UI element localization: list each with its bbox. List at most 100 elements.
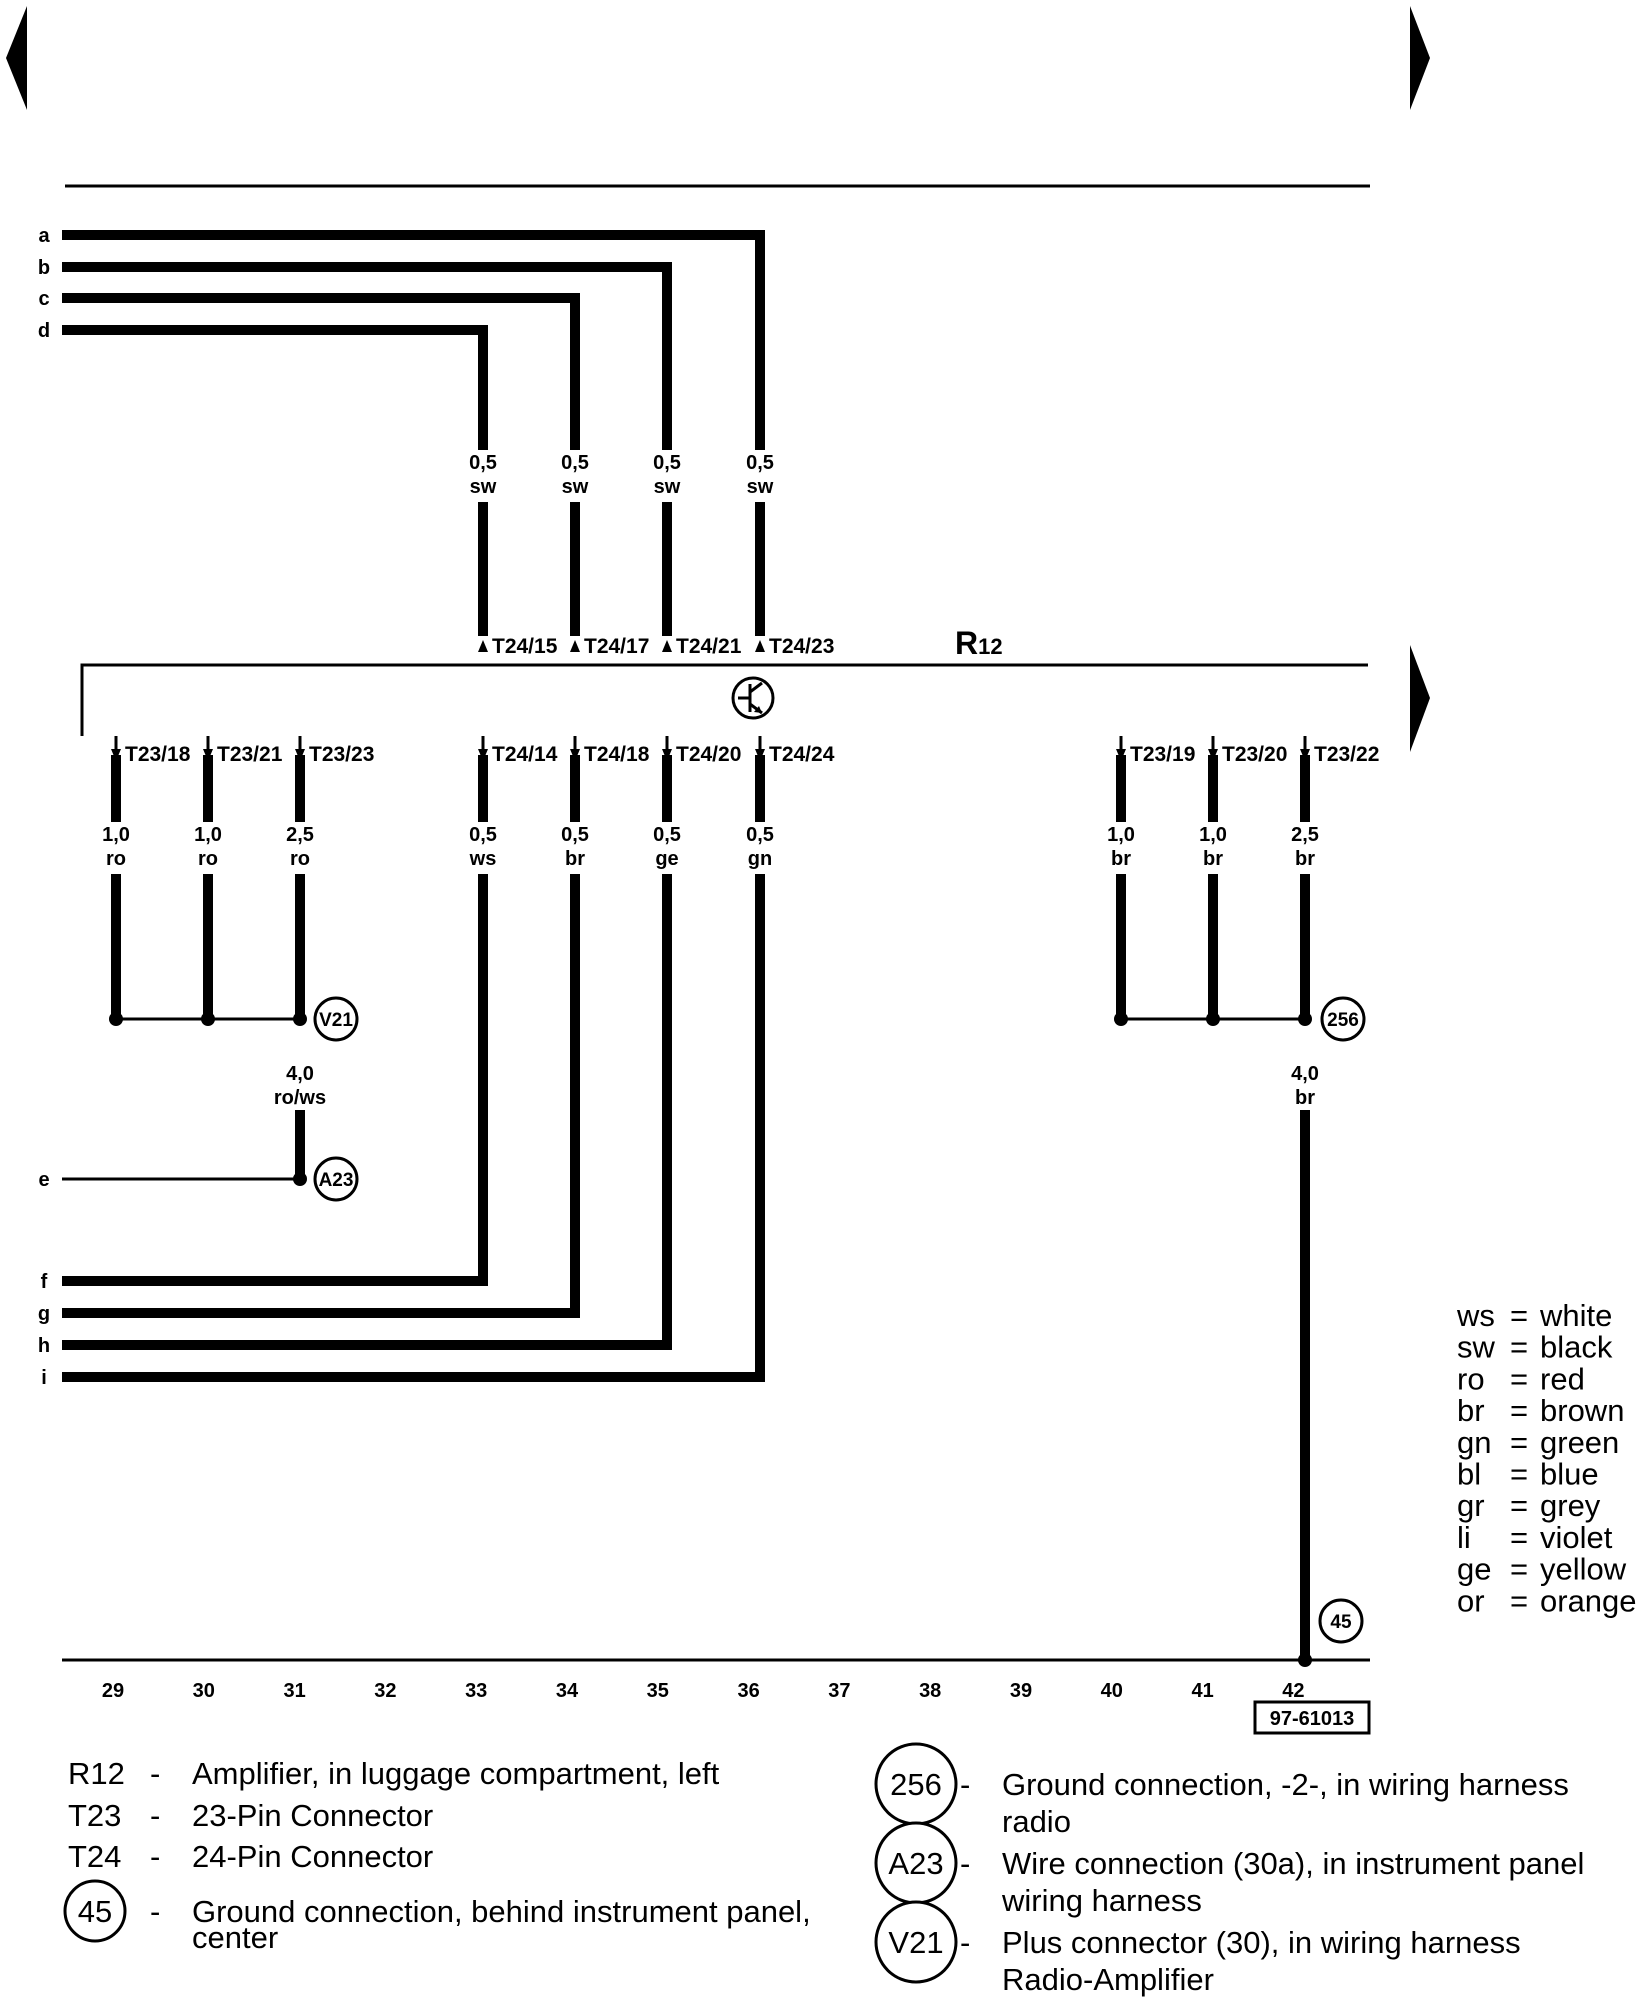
terminal-arrow-icon [662,640,672,652]
badge-45: 45 [1318,1598,1364,1644]
color-key-entry: gn=green [1457,1425,1619,1460]
row-label-f: f [41,1271,48,1293]
legend-description: 23-Pin Connector [192,1798,433,1833]
terminal-label: T23/22 [1314,743,1379,766]
bottom-terminal: T24/140,5ws [467,736,558,874]
row-label-b: b [38,257,50,279]
column-number: 33 [465,1680,487,1702]
terminal-label: T24/17 [584,635,649,658]
wire-color-label: br [565,848,585,870]
wire-g [62,755,580,1318]
legend-description: radio [1002,1804,1071,1839]
wire-size-label: 0,5 [746,824,774,846]
wire-color-label: ro [106,848,126,870]
wire-size-label: 4,0 [1291,1063,1319,1085]
terminal-arrow-icon [570,749,580,761]
wire-h [62,755,672,1350]
legend-dash: - [150,1839,160,1874]
wire-color-label: br [1295,848,1315,870]
legend-code: R12 [68,1756,125,1791]
color-code: bl [1457,1457,1481,1492]
wire-label-bg [469,450,497,502]
wire-color-label: br [1295,1087,1315,1109]
color-key-entry: or=orange [1457,1583,1637,1618]
terminal-arrow-icon [295,749,305,761]
ground-badge-icon [63,1879,127,1943]
wire-label-bg [744,822,776,874]
color-name: red [1540,1361,1585,1396]
bottom-terminal: T23/181,0ro [100,736,191,874]
column-number: 37 [828,1680,850,1702]
amplifier-symbol-icon [731,676,775,720]
bottom-terminal: T23/201,0br [1197,736,1287,874]
legend-dash: - [960,1846,970,1881]
legend-dash: - [150,1756,160,1791]
diagram-reference: 97-61013 [1253,1700,1371,1735]
previous-page-arrow-icon[interactable] [6,6,27,110]
bottom-terminal: T24/240,5gn [744,736,835,874]
wire-color-label: sw [747,476,774,498]
row-label-d: d [38,320,50,342]
wire-i [62,755,765,1382]
column-number: 41 [1191,1680,1213,1702]
bottom-terminal: T23/21 1,0ro [192,736,283,874]
wire-color-label: ws [469,848,497,870]
color-name: black [1540,1330,1613,1365]
legend-item-a23: A23-Wire connection (30a), in instrument… [874,1821,1584,1918]
badge-a23: A23 [313,1156,359,1202]
terminal-label: T24/14 [492,743,558,766]
svg-text:256: 256 [1327,1010,1359,1031]
bottom-terminal: T24/200,5ge [651,736,741,874]
component-r12-outline [80,663,1368,736]
terminal-label: T23/21 [217,743,283,766]
legend-code: A23 [888,1846,943,1881]
svg-text:45: 45 [1330,1612,1352,1633]
wire-size-label: 1,0 [1107,824,1135,846]
legend-code: T24 [68,1839,121,1874]
row-label-i: i [41,1367,47,1389]
legend-code: 256 [890,1767,942,1802]
wire-label-bg [651,822,683,874]
badge-v21: V21 [313,996,359,1042]
wire-color-label: br [1203,848,1223,870]
legend-description: center [192,1920,278,1955]
wire-color-label: ro [290,848,310,870]
terminal-arrow-icon [1116,749,1126,761]
legend-code: T23 [68,1798,121,1833]
wire-size-label: 1,0 [194,824,222,846]
wire-color-label: sw [470,476,497,498]
terminal-arrow-icon [755,749,765,761]
legend-item-r12: R12-Amplifier, in luggage compartment, l… [68,1756,720,1791]
svg-text:V21: V21 [319,1010,353,1031]
color-eq: = [1510,1457,1528,1492]
terminal-label: T24/18 [584,743,650,766]
column-number: 40 [1101,1680,1123,1702]
wire-size-label: 4,0 [286,1063,314,1085]
color-name: white [1539,1298,1612,1333]
terminal-arrow-icon [570,640,580,652]
wire-size-label: 0,5 [469,452,497,474]
wire-color-label: ro [198,848,218,870]
column-number: 38 [919,1680,941,1702]
terminal-arrow-icon [478,640,488,652]
color-eq: = [1510,1552,1528,1587]
wire-label-bg [284,822,316,874]
wire-color-label: sw [562,476,589,498]
junction-wire-labels: 4,0 ro/ws 4,0 br [274,1063,1319,1109]
color-code: gr [1457,1488,1485,1523]
column-number: 29 [102,1680,124,1702]
legend-code: 45 [78,1894,112,1929]
wire-size-label: 2,5 [1291,824,1319,846]
bottom-terminals: T23/181,0roT23/211,0roT23/232,5roT24/140… [100,736,1379,874]
bottom-terminal: T23/232,5ro [284,736,374,874]
top-terminal: T24/15 0,5sw [469,450,558,658]
wire-label-bg [653,450,681,502]
terminal-label: T24/20 [676,743,741,766]
wire-size-label: 0,5 [653,452,681,474]
next-page-arrow-icon[interactable] [1410,6,1430,110]
color-name: grey [1540,1488,1601,1523]
terminal-label: T24/15 [492,635,558,658]
continue-arrow-icon[interactable] [1410,645,1430,752]
